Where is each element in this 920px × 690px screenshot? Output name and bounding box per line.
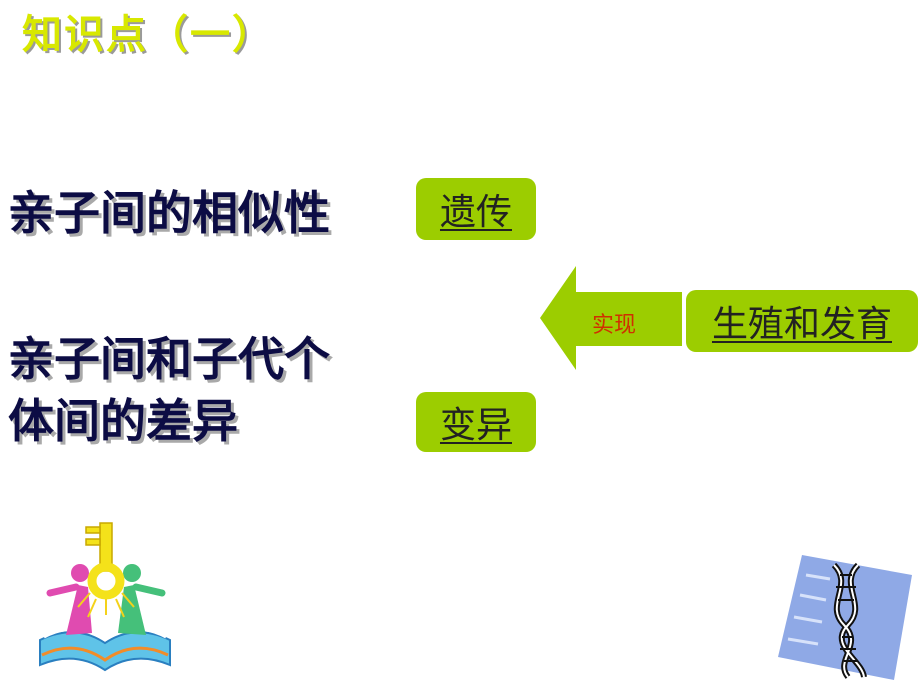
heredity-box[interactable]: 遗传 xyxy=(416,178,536,240)
variation-label[interactable]: 变异 xyxy=(439,405,512,446)
arrow-label: 实现 xyxy=(592,313,637,338)
difference-text-line1: 亲子间和子代个 xyxy=(8,332,330,386)
dna-helix-icon xyxy=(778,555,912,680)
key-book-people-icon xyxy=(39,522,171,672)
similarity-text: 亲子间的相似性 xyxy=(8,186,330,240)
slide-title: 知识点（一） xyxy=(22,12,274,58)
heredity-label[interactable]: 遗传 xyxy=(439,192,512,233)
reproduction-label[interactable]: 生殖和发育 xyxy=(711,304,892,345)
left-arrow-icon xyxy=(540,266,682,370)
variation-box[interactable]: 变异 xyxy=(416,392,536,452)
difference-text-line2: 体间的差异 xyxy=(8,394,238,448)
reproduction-box[interactable]: 生殖和发育 xyxy=(686,290,918,352)
